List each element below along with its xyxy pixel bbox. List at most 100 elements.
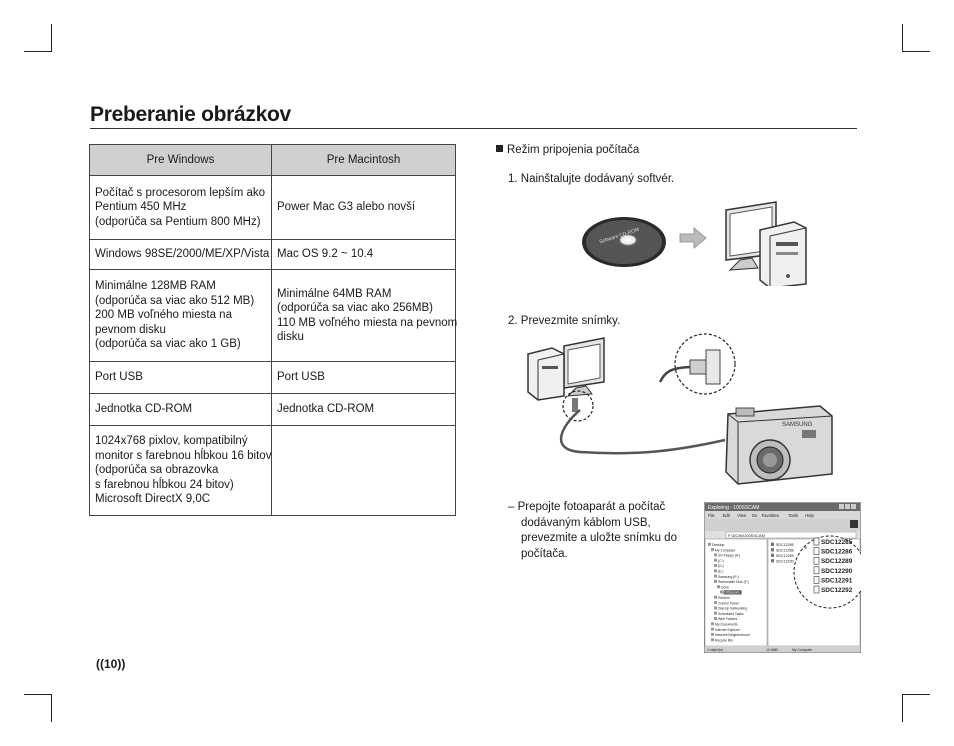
explorer-menu-item[interactable]: File xyxy=(708,513,715,518)
zoomed-file-item[interactable]: SDC12286 xyxy=(821,549,853,556)
arrow-right-icon xyxy=(679,227,707,249)
zoomed-file-item[interactable]: SDC12292 xyxy=(821,587,853,594)
explorer-folder-item[interactable]: Network Neighborhood xyxy=(715,633,750,637)
cell-line: 110 MB voľného miesta na pevnom xyxy=(277,316,458,329)
row-ram-windows: Minimálne 128MB RAM (odporúča sa viac ak… xyxy=(89,269,272,362)
explorer-file-item[interactable]: SDC12286 xyxy=(776,549,794,553)
explorer-menu-item[interactable]: Tools xyxy=(788,513,798,518)
folder-icon xyxy=(714,611,717,615)
crop-mark-bl-v xyxy=(51,694,52,722)
folder-icon xyxy=(714,558,717,562)
explorer-folder-item[interactable]: Control Panel xyxy=(718,601,739,605)
explorer-folder-item[interactable]: 3½ Floppy (A:) xyxy=(718,554,740,558)
explorer-status-text[interactable]: 4 object(s) xyxy=(707,648,723,652)
explorer-folder-item[interactable]: (E:) xyxy=(718,570,723,574)
explorer-folder-item[interactable]: 100sscam xyxy=(724,591,740,595)
explorer-folder-item[interactable]: Scheduled Tasks xyxy=(718,612,744,616)
table-row: Jednotka CD-ROM Jednotka CD-ROM xyxy=(89,393,456,426)
folder-icon xyxy=(714,574,717,578)
cell-line: Microsoft DirectX 9,0C xyxy=(95,493,211,506)
crop-mark-tl-v xyxy=(51,24,52,52)
image-file-icon xyxy=(813,537,820,546)
explorer-folder-item[interactable]: My Computer xyxy=(715,548,736,552)
step2-text: 2. Prevezmite snímky. xyxy=(508,315,621,327)
cell-line: (odporúča sa obrazovka xyxy=(95,464,219,477)
explorer-menu-item[interactable]: Help xyxy=(805,513,814,518)
image-file-icon xyxy=(771,542,774,546)
explorer-menu-item[interactable]: Go xyxy=(752,513,758,518)
minimize-icon[interactable] xyxy=(839,504,844,509)
explorer-file-item[interactable]: SDC12289 xyxy=(776,554,794,558)
explorer-status-text[interactable]: 14.3MB xyxy=(766,648,778,652)
explorer-folder-item[interactable]: Web Folders xyxy=(718,617,737,621)
explorer-folder-item[interactable]: Desktop xyxy=(712,543,725,547)
cell-line: (odporúča sa Pentium 800 MHz) xyxy=(95,215,261,228)
page-title: Preberanie obrázkov xyxy=(90,103,291,126)
desktop-computer-icon xyxy=(527,337,605,401)
explorer-folder-item[interactable]: Printers xyxy=(718,596,730,600)
explorer-folder-item[interactable]: My Documents xyxy=(715,623,738,627)
explorer-window-buttons xyxy=(839,504,856,509)
explorer-menu-item[interactable]: View xyxy=(737,513,747,518)
folder-icon xyxy=(714,569,717,573)
title-rule xyxy=(90,128,857,129)
cell-line: Minimálne 128MB RAM xyxy=(95,280,216,293)
cell-line: s farebnou hĺbkou 24 bitov) xyxy=(95,478,234,491)
image-file-icon xyxy=(813,576,820,584)
usb-port-zoom-circle xyxy=(562,390,594,422)
selected-folder-highlight xyxy=(723,590,742,595)
folder-icon xyxy=(711,627,714,631)
zoomed-file-item[interactable]: SDC12291 xyxy=(821,577,853,584)
page-number: ((10)) xyxy=(96,657,125,671)
cell-line: Minimálne 64MB RAM xyxy=(277,287,392,300)
note-line: – Prepojte fotoaparát a počítač xyxy=(508,501,666,513)
explorer-folder-item[interactable]: Samsung (E:) xyxy=(718,575,739,579)
maximize-icon[interactable] xyxy=(845,504,850,509)
folder-icon xyxy=(711,622,714,626)
explorer-status-text[interactable]: My Computer xyxy=(792,648,813,652)
explorer-folder-item[interactable]: Dial-Up Networking xyxy=(718,607,747,611)
table-row: Počítač s procesorom lepším ako Pentium … xyxy=(89,175,456,240)
explorer-folder-item[interactable]: Dcim xyxy=(721,585,729,589)
folder-icon xyxy=(714,595,717,599)
row-ram-mac: Minimálne 64MB RAM (odporúča sa viac ako… xyxy=(271,269,458,362)
folder-icon xyxy=(714,601,717,605)
explorer-menu-item[interactable]: Favorites xyxy=(762,513,779,518)
folder-icon xyxy=(714,579,717,583)
crop-mark-bl-h xyxy=(24,694,52,695)
crop-mark-tr-v xyxy=(902,24,903,52)
zoomed-file-item[interactable]: SDC12289 xyxy=(821,558,853,565)
explorer-address-field[interactable] xyxy=(725,531,857,539)
folder-icon xyxy=(711,548,714,552)
cell-line: (odporúča sa viac ako 512 MB) xyxy=(95,294,255,307)
table-row: Minimálne 128MB RAM (odporúča sa viac ak… xyxy=(89,269,458,362)
camera-brand: SAMSUNG xyxy=(782,422,813,428)
zoomed-file-item[interactable]: SDC12285 xyxy=(821,539,853,546)
close-icon[interactable] xyxy=(851,504,856,509)
cd-disc-icon: Software CD-ROM xyxy=(582,217,666,267)
folder-icon xyxy=(714,553,717,557)
header-macintosh: Pre Macintosh xyxy=(271,144,456,176)
explorer-menu-item[interactable]: Edit xyxy=(723,513,731,518)
explorer-folder-item[interactable]: Internet Explorer xyxy=(715,628,741,632)
cell-line: Port USB xyxy=(277,371,325,384)
explorer-statusbar xyxy=(705,646,860,652)
explorer-file-item[interactable]: SDC12290 xyxy=(776,560,794,564)
desktop-computer-icon xyxy=(725,201,807,286)
explorer-file-item[interactable]: SDC12285 xyxy=(776,543,794,547)
cell-line: 200 MB voľného miesta na xyxy=(95,309,232,322)
explorer-folder-item[interactable]: Recycle Bin xyxy=(715,638,733,642)
explorer-folder-item[interactable]: (C:) xyxy=(718,559,724,563)
image-file-icon xyxy=(813,556,820,565)
cell-line: Jednotka CD-ROM xyxy=(277,403,375,416)
explorer-folder-item[interactable]: Removable Disk (F:) xyxy=(718,580,749,584)
folder-icon xyxy=(714,564,717,567)
explorer-folder-item[interactable]: (D:) xyxy=(718,564,724,568)
row-cdrom-mac: Jednotka CD-ROM xyxy=(271,393,456,426)
cell-line: Port USB xyxy=(95,371,143,384)
folder-icon xyxy=(720,590,723,594)
zoomed-file-item[interactable]: SDC12290 xyxy=(821,568,853,575)
